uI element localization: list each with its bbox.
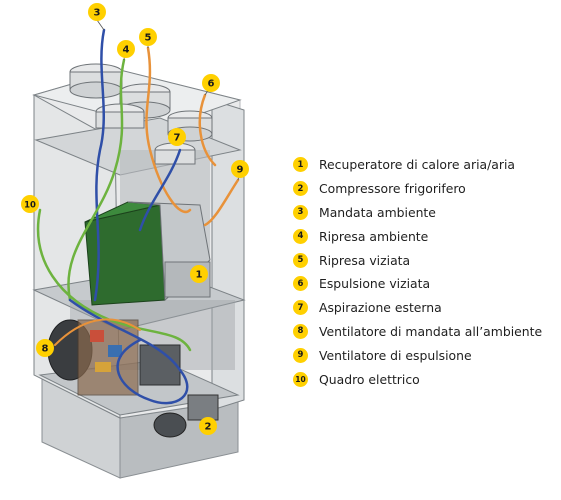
legend-label: Recuperatore di calore aria/aria — [319, 157, 516, 173]
legend-label: Mandata ambiente — [319, 204, 436, 220]
number-badge: 1 — [293, 157, 308, 173]
number-badge: 9 — [293, 347, 308, 363]
legend-item: 4 Ripresa ambiente — [293, 224, 555, 248]
callout-6: 6 — [202, 74, 220, 92]
number-badge: 5 — [293, 252, 308, 268]
number-badge: 2 — [293, 181, 308, 197]
number-badge: 3 — [293, 204, 308, 220]
legend-item: 3 Mandata ambiente — [293, 201, 555, 225]
callout-7: 7 — [168, 128, 186, 146]
svg-text:7: 7 — [174, 133, 181, 144]
callout-8: 8 — [36, 339, 54, 357]
svg-text:3: 3 — [94, 8, 101, 19]
legend-label: Compressore frigorifero — [319, 181, 466, 197]
number-badge: 10 — [293, 371, 308, 387]
legend-item: 2 Compressore frigorifero — [293, 177, 555, 201]
legend-item: 10 Quadro elettrico — [293, 367, 555, 391]
legend-item: 6 Espulsione viziata — [293, 272, 555, 296]
callout-4: 4 — [117, 40, 135, 58]
svg-text:8: 8 — [42, 344, 49, 355]
legend-item: 1 Recuperatore di calore aria/aria — [293, 153, 555, 177]
callout-5: 5 — [139, 28, 157, 46]
legend-label: Ripresa ambiente — [319, 228, 429, 244]
legend-label: Aspirazione esterna — [319, 300, 442, 316]
svg-text:5: 5 — [145, 33, 152, 44]
number-badge: 4 — [293, 228, 308, 244]
callout-10: 10 — [21, 195, 39, 213]
legend-item: 8 Ventilatore di mandata all’ambiente — [293, 320, 555, 344]
callout-9: 9 — [231, 160, 249, 178]
number-badge: 6 — [293, 276, 308, 292]
legend-item: 5 Ripresa viziata — [293, 248, 555, 272]
duct-spigots — [69, 63, 213, 165]
legend-item: 9 Ventilatore di espulsione — [293, 343, 555, 367]
svg-text:2: 2 — [205, 422, 212, 433]
flow-lines — [36, 28, 240, 405]
legend-label: Ripresa viziata — [319, 252, 411, 268]
callout-1: 1 — [190, 265, 208, 283]
legend-label: Quadro elettrico — [319, 371, 420, 387]
legend-item: 7 Aspirazione esterna — [293, 296, 555, 320]
number-badge: 8 — [293, 323, 308, 339]
legend: 1 Recuperatore di calore aria/aria 2 Com… — [293, 153, 555, 391]
number-badge: 7 — [293, 300, 308, 316]
svg-text:6: 6 — [208, 79, 215, 90]
heat-exchanger — [84, 201, 211, 306]
callout-2: 2 — [199, 417, 217, 435]
svg-text:1: 1 — [196, 270, 203, 281]
svg-text:10: 10 — [24, 201, 36, 211]
legend-label: Ventilatore di mandata all’ambiente — [319, 323, 543, 339]
callout-3: 3 — [88, 3, 106, 21]
legend-label: Ventilatore di espulsione — [319, 347, 472, 363]
svg-text:4: 4 — [123, 45, 130, 56]
legend-label: Espulsione viziata — [319, 276, 431, 292]
svg-text:9: 9 — [237, 165, 244, 176]
